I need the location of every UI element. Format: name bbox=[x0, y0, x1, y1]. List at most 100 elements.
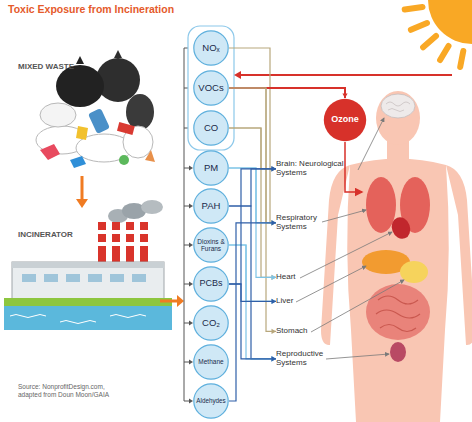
connector-line bbox=[229, 128, 276, 169]
arrow-head bbox=[272, 220, 277, 225]
node-text-holder: CO₂ bbox=[193, 305, 229, 341]
arrow-head bbox=[177, 295, 184, 307]
arrow-head bbox=[272, 329, 277, 334]
sunlight-arrow bbox=[239, 74, 452, 76]
source-note: Source: NonprofitDesign.com, adapted fro… bbox=[18, 383, 122, 399]
sun bbox=[405, 0, 472, 67]
organ-label: Heart bbox=[276, 273, 326, 282]
node-text-holder: CO bbox=[193, 110, 229, 146]
section-label: INCINERATOR bbox=[18, 230, 73, 239]
organ-name: Heart bbox=[276, 273, 326, 282]
node-text-holder: Stomach bbox=[276, 327, 326, 336]
node-text-holder: NOₓ bbox=[193, 30, 229, 66]
circle-shape bbox=[194, 111, 228, 145]
group-outline bbox=[188, 26, 234, 150]
arrow-head bbox=[272, 356, 277, 361]
arrow-head bbox=[272, 220, 277, 225]
organ-name: Stomach bbox=[276, 327, 326, 336]
pollutant-name: Aldehydes bbox=[196, 398, 225, 405]
circle-shape bbox=[194, 384, 228, 418]
node-text-holder: Reproductive Systems bbox=[276, 350, 328, 368]
organ-name: Reproductive Systems bbox=[276, 350, 328, 368]
pollutant-name: NOₓ bbox=[202, 43, 219, 53]
section-label: MIXED WASTE bbox=[18, 62, 74, 71]
pollutant-name: Methane bbox=[198, 358, 223, 365]
pollutant-circle: Dioxins & Furans bbox=[193, 227, 229, 263]
pollutant-circle: CO₂ bbox=[193, 305, 229, 341]
arrow-head bbox=[272, 220, 277, 225]
diagram-title: Toxic Exposure from Incineration bbox=[8, 3, 174, 15]
pollutant-circle: Aldehydes bbox=[193, 383, 229, 419]
organ-label: Brain: Neurological Systems bbox=[276, 160, 358, 178]
circle-shape bbox=[324, 99, 366, 141]
circle-shape bbox=[194, 71, 228, 105]
organ-name: Brain: Neurological Systems bbox=[276, 160, 358, 178]
incinerator bbox=[4, 200, 172, 330]
arrow-head bbox=[272, 356, 277, 361]
exposure-connector bbox=[229, 166, 276, 206]
pollutant-name: CO₂ bbox=[202, 318, 220, 328]
flow-arrow bbox=[160, 300, 178, 303]
arrow-head bbox=[272, 275, 277, 280]
pollutant-name: PCBs bbox=[199, 279, 222, 289]
connector-line bbox=[229, 88, 345, 98]
pollutant-circle: PCBs bbox=[193, 266, 229, 302]
organ-label: Reproductive Systems bbox=[276, 350, 328, 368]
node-text-holder: Aldehydes bbox=[193, 383, 229, 419]
circle-shape bbox=[194, 345, 228, 379]
pollutant-name: Ozone bbox=[331, 115, 359, 125]
circle-shape bbox=[194, 267, 228, 301]
exposure-connector bbox=[229, 168, 276, 225]
pollutant-name: Dioxins & Furans bbox=[196, 238, 226, 252]
pollutant-name: VOCs bbox=[198, 83, 223, 93]
pollutant-circle: PM bbox=[193, 150, 229, 186]
organ-name: Respiratory Systems bbox=[276, 214, 326, 232]
pollutant-circle: Methane bbox=[193, 344, 229, 380]
node-text-holder: Ozone bbox=[323, 98, 367, 142]
connector-line bbox=[229, 88, 276, 223]
circle-shape bbox=[194, 189, 228, 223]
circle-shape bbox=[194, 151, 228, 185]
organ-label: Stomach bbox=[276, 327, 326, 336]
node-text-holder: Brain: Neurological Systems bbox=[276, 160, 358, 178]
circle-shape bbox=[194, 306, 228, 340]
exposure-connector bbox=[229, 220, 276, 401]
exposure-connector bbox=[229, 128, 276, 171]
ozone-pointer bbox=[345, 142, 362, 192]
arrow-head bbox=[272, 220, 277, 225]
arrow-head bbox=[272, 166, 277, 171]
pollutant-circle: NOₓ bbox=[193, 30, 229, 66]
exposure-connector bbox=[229, 88, 348, 98]
node-text-holder: Heart bbox=[276, 273, 326, 282]
ozone-circle: Ozone bbox=[323, 98, 367, 142]
exposure-connector bbox=[229, 88, 276, 225]
node-text-holder: Dioxins & Furans bbox=[193, 227, 229, 263]
organ-label: Liver bbox=[276, 297, 326, 306]
circle-shape bbox=[194, 31, 228, 65]
arrow-head bbox=[272, 356, 277, 361]
pollutant-circle: VOCs bbox=[193, 70, 229, 106]
pollutant-name: PAH bbox=[202, 201, 221, 211]
node-text-holder: Respiratory Systems bbox=[276, 214, 326, 232]
node-text-holder: PCBs bbox=[193, 266, 229, 302]
connector-line bbox=[229, 223, 276, 401]
pollutant-circle: PAH bbox=[193, 188, 229, 224]
exposure-connector bbox=[229, 48, 276, 225]
arrow-head bbox=[234, 71, 241, 79]
arrow-head bbox=[272, 299, 277, 304]
organ-label: Respiratory Systems bbox=[276, 214, 326, 232]
arrow-head bbox=[272, 275, 277, 280]
organ-pointers bbox=[296, 118, 404, 359]
circle-shape bbox=[194, 228, 228, 262]
organ-name: Liver bbox=[276, 297, 326, 306]
node-text-holder: VOCs bbox=[193, 70, 229, 106]
pollutant-circle: CO bbox=[193, 110, 229, 146]
flow-arrow bbox=[81, 176, 84, 200]
node-text-holder: Methane bbox=[193, 344, 229, 380]
pollutant-name: PM bbox=[204, 163, 218, 173]
arrow-head bbox=[272, 166, 277, 171]
arrow-head bbox=[76, 199, 88, 208]
pollutant-name: CO bbox=[204, 123, 218, 133]
connector-line bbox=[229, 168, 276, 223]
